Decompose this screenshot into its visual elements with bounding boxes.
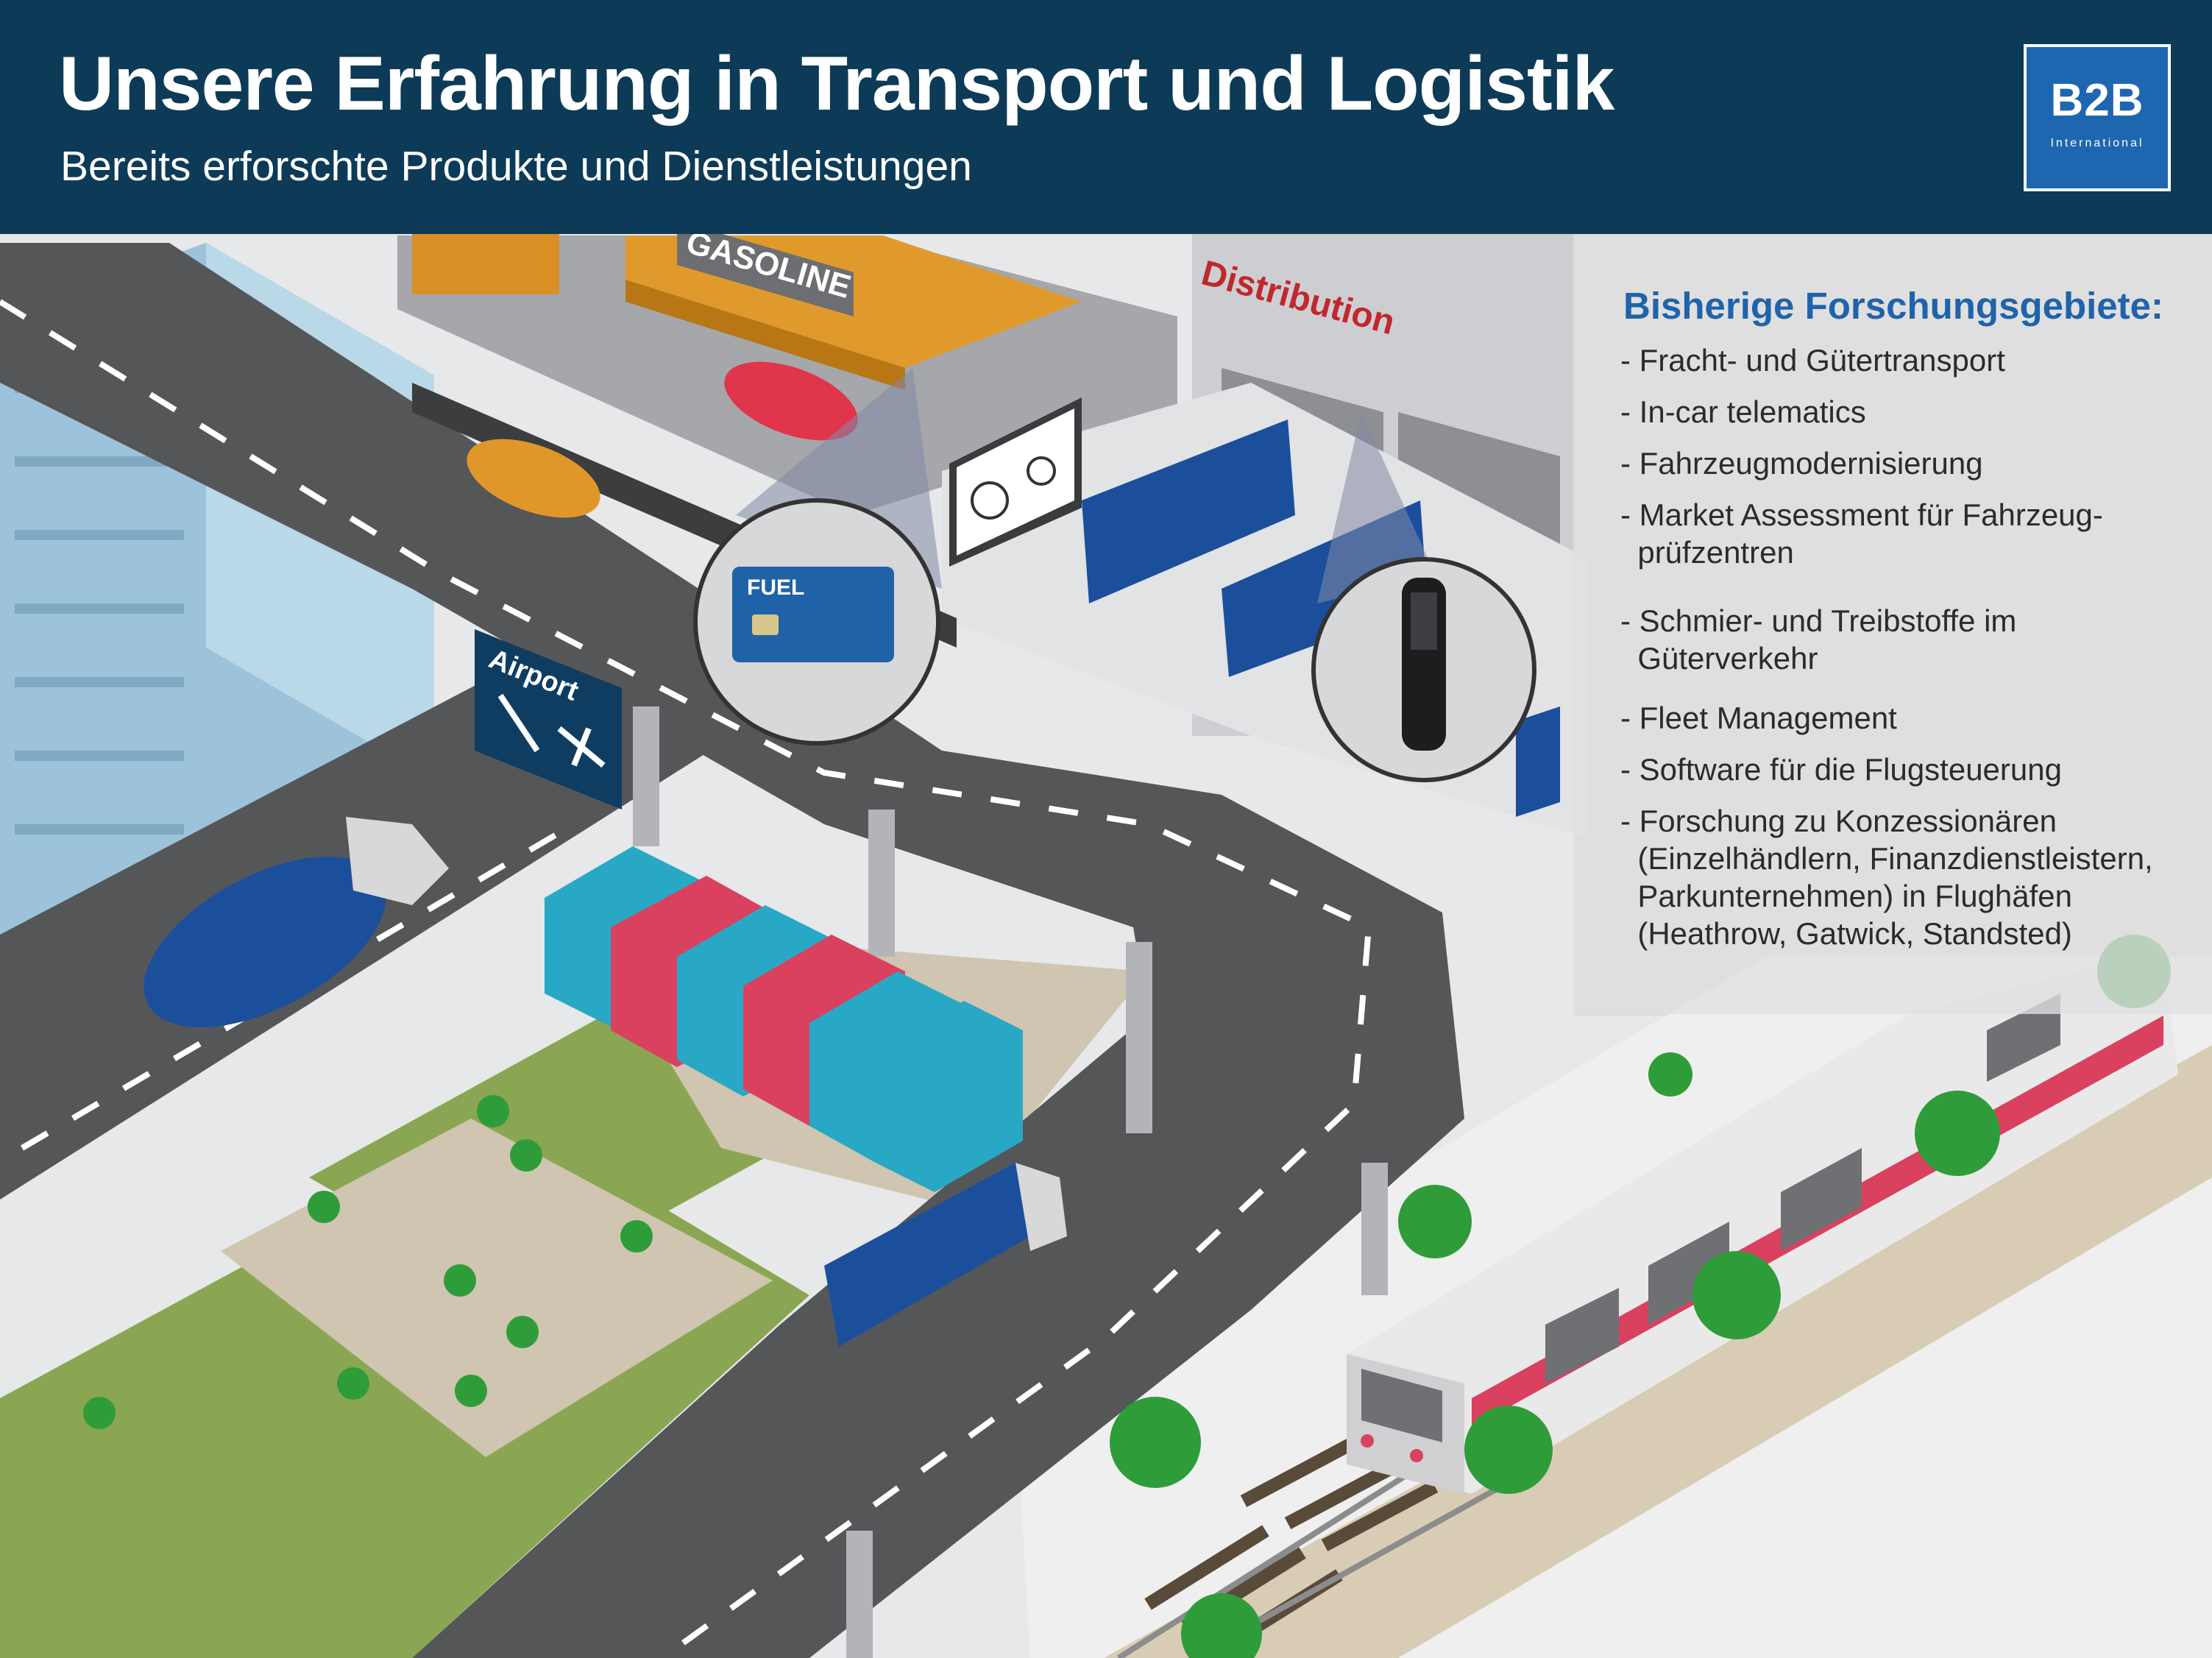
logo-wordmark: B2B (2050, 75, 2144, 126)
logo-tagline: International (2050, 137, 2144, 149)
page-subtitle: Bereits erforschte Produkte und Dienstle… (60, 143, 972, 190)
header-banner: Unsere Erfahrung in Transport und Logist… (0, 0, 2212, 234)
elevated-highway (0, 243, 1464, 1658)
page-title: Unsere Erfahrung in Transport und Logist… (59, 41, 1614, 127)
airport-sign-arrow-icon (497, 693, 540, 753)
gasoline-sign-board (677, 221, 854, 316)
research-area-item: - Market Assessment für Fahrzeug- prüfze… (1620, 497, 2103, 570)
research-areas-panel: Bisherige Forschungsgebiete: - Fracht- u… (1573, 234, 2212, 1014)
fuel-card-icon (732, 567, 894, 662)
sun-icon (1027, 456, 1056, 486)
research-area-item: - Fracht- und Gütertransport (1620, 343, 2005, 378)
fuel-card-callout: FUEL (693, 498, 940, 745)
research-area-item: - Software für die Flugsteuerung (1620, 752, 2062, 787)
research-area-item: - Fleet Management (1620, 701, 1897, 735)
cloud-icon (971, 481, 1009, 520)
research-area-item: - Forschung zu Konzessionären (Einzelhän… (1620, 804, 2153, 951)
airplane-icon (557, 726, 606, 768)
research-area-item: - In-car telematics (1620, 394, 1866, 429)
research-area-item: - Fahrzeugmodernisierung (1620, 446, 1983, 481)
research-area-item: - Schmier- und Treibstoffe im Güterverke… (1620, 603, 2017, 676)
tanker-truck (143, 817, 449, 1027)
airport-sign: Airport (475, 629, 622, 809)
shipping-containers (545, 846, 1023, 1192)
red-car (724, 361, 858, 441)
b2b-international-logo: B2B International (2024, 44, 2171, 191)
weather-billboard (949, 397, 1082, 567)
fuel-card-label: FUEL (747, 575, 804, 600)
research-areas-title: Bisherige Forschungsgebiete: (1623, 285, 2163, 327)
scanner-callout (1311, 557, 1536, 782)
orange-car (467, 439, 600, 518)
delivery-truck-bottom (824, 1163, 1067, 1347)
